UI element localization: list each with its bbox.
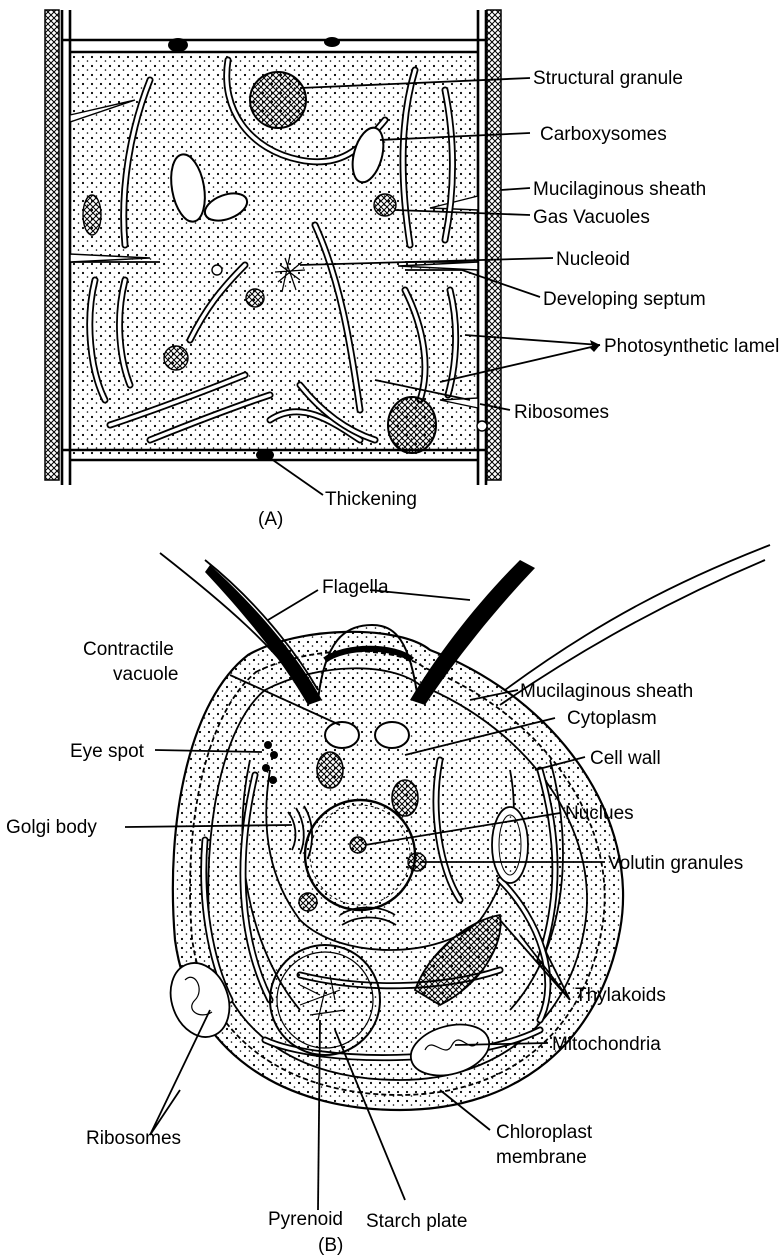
label-contractile-vacuole-line2: vacuole xyxy=(113,664,179,685)
label-cell-wall: Cell wall xyxy=(590,748,661,769)
label-gas-vacuoles: Gas Vacuoles xyxy=(533,207,650,228)
label-mucilaginous-sheath-a: Mucilaginous sheath xyxy=(533,179,706,200)
label-eye-spot: Eye spot xyxy=(70,741,145,762)
label-mitochondria: Mitochondria xyxy=(552,1034,661,1055)
label-thickening: Thickening xyxy=(325,489,417,510)
label-developing-septum: Developing septum xyxy=(543,289,706,310)
label-chloroplast-membrane-line2: membrane xyxy=(496,1147,587,1168)
label-volutin-granules: Volutin granules xyxy=(608,853,743,874)
caption-a: (A) xyxy=(258,509,283,530)
label-mucilaginous-sheath-b: Mucilaginous sheath xyxy=(520,681,693,702)
label-structural-granule: Structural granule xyxy=(533,68,683,89)
label-golgi-body: Golgi body xyxy=(6,817,97,838)
label-ribosomes-a: Ribosomes xyxy=(514,402,609,423)
label-contractile-vacuole-line1: Contractile xyxy=(83,639,174,660)
label-photosynthetic-lamellae: Photosynthetic lameliae xyxy=(604,336,779,357)
label-chloroplast-membrane-line1: Chloroplast xyxy=(496,1122,593,1143)
label-starch-plate: Starch plate xyxy=(366,1211,467,1232)
panel-b-drawing xyxy=(125,545,770,1210)
label-cytoplasm: Cytoplasm xyxy=(567,708,657,729)
label-ribosomes-b: Ribosomes xyxy=(86,1128,181,1149)
label-nucleoid: Nucleoid xyxy=(556,249,630,270)
label-flagella: Flagella xyxy=(322,577,389,598)
label-carboxysomes: Carboxysomes xyxy=(540,124,667,145)
caption-b: (B) xyxy=(318,1235,343,1255)
label-pyrenoid: Pyrenoid xyxy=(268,1209,343,1230)
label-thylakoids: Thylakoids xyxy=(575,985,666,1006)
label-nucleus: Nuclues xyxy=(565,803,634,824)
